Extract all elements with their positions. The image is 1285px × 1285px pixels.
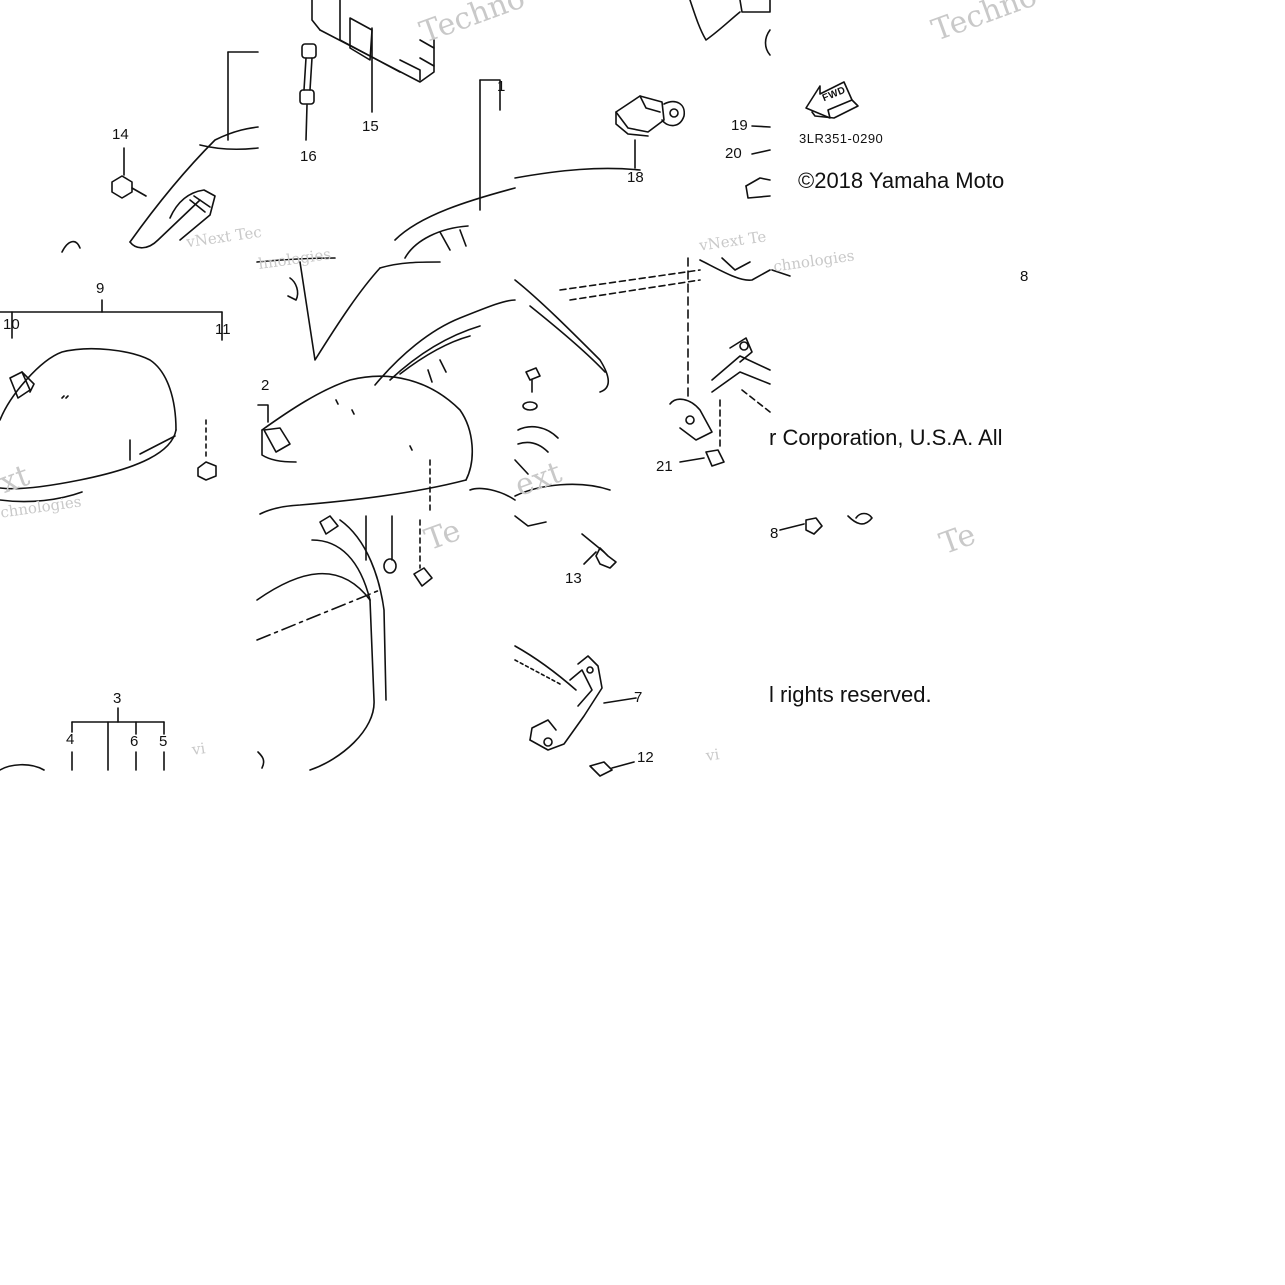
fwd-arrow <box>805 81 859 119</box>
callout-7: 7 <box>634 689 643 706</box>
seat-hook-18 <box>615 95 686 137</box>
callout-6: 6 <box>130 733 139 750</box>
callout-5: 5 <box>159 733 168 750</box>
screw-washer <box>413 519 433 587</box>
callout-13: 13 <box>565 570 582 587</box>
callout-18: 18 <box>627 169 644 186</box>
callout-11: 11 <box>215 321 231 338</box>
clip-21 <box>705 449 725 467</box>
callout-8: 8 <box>1020 268 1029 285</box>
callout-3: 3 <box>113 690 122 707</box>
tile-r0-c0 <box>61 51 259 253</box>
tile-r3-c0 <box>0 707 165 771</box>
hinge-bracket-7 <box>529 655 603 751</box>
callout-16: 16 <box>300 148 317 165</box>
callout-15: 15 <box>362 118 379 135</box>
callout-19: 19 <box>731 117 748 134</box>
copyright-part-3: l rights reserved. <box>769 682 932 707</box>
tile-r1-c3 <box>771 269 791 277</box>
callout-2: 2 <box>261 377 270 394</box>
strap-16 <box>299 43 317 105</box>
copyright-part-2: r Corporation, U.S.A. All <box>769 425 1003 450</box>
callout-21: 21 <box>656 458 673 475</box>
bolt-washer-small <box>514 367 559 475</box>
tile-r1-c1 <box>256 257 516 515</box>
callout-12: 12 <box>637 749 654 766</box>
callout-10: 10 <box>3 316 20 333</box>
callout-1: 1 <box>497 78 506 95</box>
seat-cover-2 <box>259 375 474 515</box>
tile-r1-c2 <box>514 257 771 497</box>
callout-20: 20 <box>725 145 742 162</box>
latch-assembly <box>669 337 771 441</box>
bolt-12 <box>589 761 635 777</box>
copyright-part-1: ©2018 Yamaha Moto <box>798 168 1005 193</box>
callout-4: 4 <box>66 731 75 748</box>
callout-8-partial: 8 <box>770 525 779 542</box>
seat-cushion-9 <box>0 347 177 503</box>
tile-r2-c3 <box>779 512 873 535</box>
tile-r0-c1 <box>299 0 516 259</box>
nut-11 <box>197 461 217 481</box>
tile-r2-c1 <box>256 515 433 771</box>
part-code: 3LR351-0290 <box>799 131 884 146</box>
callout-9: 9 <box>96 280 105 297</box>
bolt-14 <box>111 175 147 199</box>
tile-r0-c3 <box>805 81 859 119</box>
bolt-13 <box>581 533 617 569</box>
tile-r0-c2 <box>514 0 771 199</box>
bolt-8 <box>805 517 823 535</box>
tile-r2-c2 <box>514 515 637 777</box>
callout-14: 14 <box>112 126 129 143</box>
tile-r1-c0 <box>0 299 223 503</box>
